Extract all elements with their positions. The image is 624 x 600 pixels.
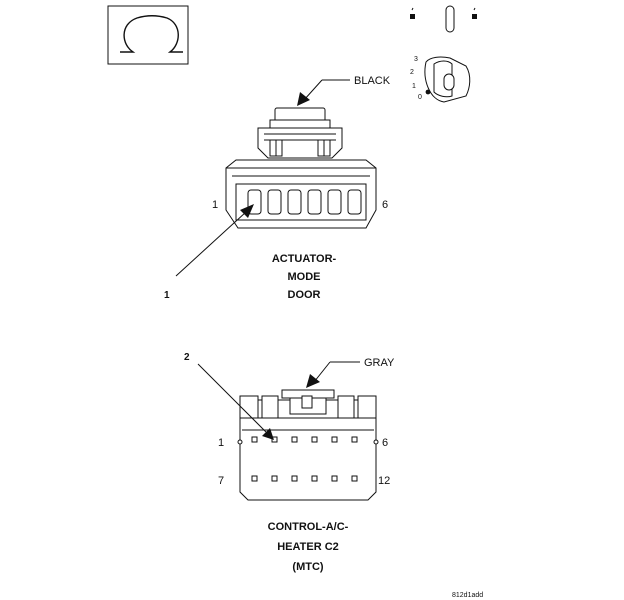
bottom-caption-line2: HEATER C2 — [277, 541, 339, 553]
actuator-mode-door-connector — [225, 107, 377, 229]
gray-color-callout: GRAY — [306, 357, 395, 388]
omega-symbol-icon — [107, 5, 189, 65]
top-pin-6-label: 6 — [382, 199, 388, 211]
callout-2: 2 — [184, 352, 190, 363]
top-caption-line3: DOOR — [288, 289, 321, 301]
key-position-0: 0 — [418, 94, 422, 101]
callout-1: 1 — [164, 290, 170, 301]
key-position-1: 1 — [412, 83, 416, 90]
bottom-pin-7-label: 7 — [218, 475, 224, 487]
callout-1-leader — [175, 204, 254, 277]
figure-code: 812d1add — [452, 592, 483, 599]
top-pin-1-label: 1 — [212, 199, 218, 211]
bottom-pin-6-label: 6 — [382, 437, 388, 449]
ignition-key-icon: 3 2 1 0 — [410, 56, 471, 103]
black-label: BLACK — [354, 75, 391, 87]
callout-2-leader — [197, 363, 274, 440]
bottom-pin-1-label: 1 — [218, 437, 224, 449]
bottom-pin-12-label: 12 — [378, 475, 390, 487]
gray-label: GRAY — [364, 357, 395, 369]
key-position-3: 3 — [414, 56, 418, 63]
bottom-caption-line1: CONTROL-A/C- — [268, 521, 349, 533]
top-caption-line1: ACTUATOR- — [272, 253, 337, 265]
top-caption-line2: MODE — [288, 271, 321, 283]
control-ac-heater-c2-connector — [237, 389, 379, 501]
bottom-caption-line3: (MTC) — [292, 561, 323, 573]
fuse-icon — [410, 5, 477, 33]
key-position-2: 2 — [410, 69, 414, 76]
black-color-callout: BLACK — [297, 75, 391, 106]
